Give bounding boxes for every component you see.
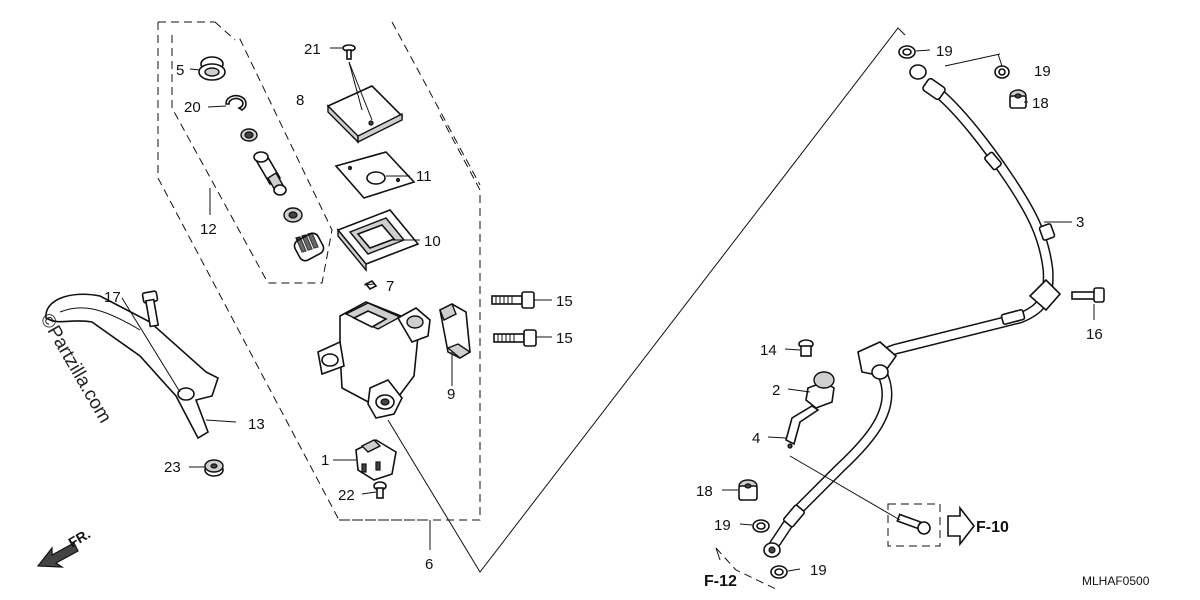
callout-19-b: 19 <box>1034 63 1051 80</box>
reference-f10: F-10 <box>947 505 1009 547</box>
callout-2: 2 <box>772 382 780 399</box>
part-3-brake-hose <box>763 64 1062 558</box>
part-18-banjo-bolt-lower <box>738 479 758 501</box>
callout-8: 8 <box>296 92 304 109</box>
part-2-hose-clamp <box>805 371 835 409</box>
part-1-stop-switch <box>355 439 397 481</box>
callout-16: 16 <box>1086 326 1103 343</box>
callout-5: 5 <box>176 62 184 79</box>
callout-3: 3 <box>1076 214 1084 231</box>
front-direction-arrow-icon <box>36 542 79 568</box>
part-15-bolt-upper <box>491 291 535 309</box>
part-10-diaphragm <box>336 209 420 272</box>
callout-23: 23 <box>164 459 181 476</box>
callout-12: 12 <box>200 221 217 238</box>
hose-assembly-outline <box>387 27 906 573</box>
callout-6: 6 <box>425 556 433 573</box>
callout-17: 17 <box>104 289 121 306</box>
part-18-banjo-bolt-upper <box>1009 89 1027 109</box>
callout-13: 13 <box>248 416 265 433</box>
diagram-code: MLHAF0500 <box>1082 574 1150 588</box>
part-16-bolt <box>1071 287 1105 303</box>
part-23-nut <box>204 459 224 477</box>
reference-f10-label: F-10 <box>976 519 1009 536</box>
callout-labels: 5 20 21 8 11 12 10 7 15 15 9 17 13 23 1 … <box>104 41 1103 579</box>
part-13-brake-pedal <box>45 293 219 440</box>
callout-21: 21 <box>304 41 321 58</box>
callout-10: 10 <box>424 233 441 250</box>
piston-components <box>240 128 325 262</box>
f12-leader <box>715 547 779 591</box>
callout-19-c: 19 <box>714 517 731 534</box>
callout-14: 14 <box>760 342 777 359</box>
callout-18-b: 18 <box>696 483 713 500</box>
part-5-boot <box>198 56 226 81</box>
f10-reference-box <box>887 503 941 547</box>
part-17-pivot-bolt <box>141 290 160 328</box>
front-direction: FR. <box>36 525 93 568</box>
callout-15-upper: 15 <box>556 293 573 310</box>
part-8-reservoir-cap <box>326 85 404 144</box>
callout-1: 1 <box>321 452 329 469</box>
part-4-stay <box>785 405 820 449</box>
part-22-screw <box>373 481 387 499</box>
callout-11: 11 <box>416 168 432 185</box>
leader-lines <box>121 47 1095 572</box>
part-11-diaphragm-plate <box>334 151 416 199</box>
part-15-bolt-lower <box>493 329 537 347</box>
reference-f12-label: F-12 <box>704 573 737 590</box>
part-14-bolt <box>798 339 814 357</box>
callout-9: 9 <box>447 386 455 403</box>
assembly-outline-6 <box>157 21 481 521</box>
callout-4: 4 <box>752 430 760 447</box>
callout-20: 20 <box>184 99 201 116</box>
part-7-screw <box>364 279 378 291</box>
callout-18-a: 18 <box>1032 95 1049 112</box>
callout-15-lower: 15 <box>556 330 573 347</box>
callout-19-d: 19 <box>810 562 827 579</box>
master-cylinder-body <box>317 301 431 419</box>
part-21-screw <box>342 44 356 60</box>
part-20-circlip <box>225 94 247 111</box>
part-9-holder <box>439 303 472 359</box>
reference-arrow-icon <box>947 505 976 547</box>
assembly-outline-12 <box>171 34 333 284</box>
callout-7: 7 <box>386 278 394 295</box>
callout-22: 22 <box>338 487 355 504</box>
callout-19-a: 19 <box>936 43 953 60</box>
